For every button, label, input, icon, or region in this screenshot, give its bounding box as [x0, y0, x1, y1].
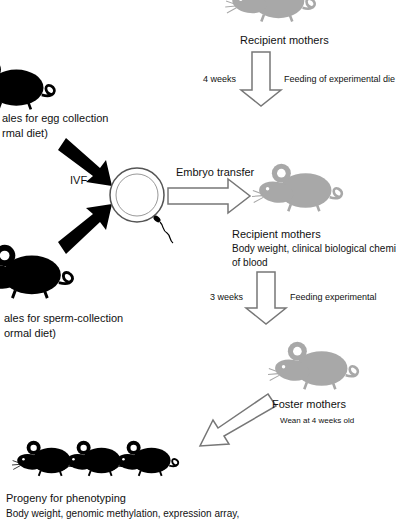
duration-label: 3 weeks: [210, 292, 243, 302]
hollow-arrow: [246, 272, 286, 324]
group-label: Foster mothers: [272, 398, 346, 411]
egg-cell: [116, 174, 158, 216]
mouse-figure: [0, 60, 54, 110]
measure-label: of blood: [232, 257, 268, 269]
group-label: ormal diet): [4, 327, 56, 340]
sperm: [160, 222, 173, 243]
measure-label: Body weight, genomic methylation, expres…: [6, 508, 239, 520]
step-label: Wean at 4 weeks old: [280, 416, 354, 425]
egg-cell: [110, 168, 164, 222]
mouse-figure: [0, 245, 73, 298]
group-label: ales for egg collection: [2, 112, 108, 125]
black-arrow: [58, 138, 112, 186]
group-label: ales for sperm-collection: [4, 312, 123, 325]
note-label: Feeding experimental: [290, 292, 377, 302]
mouse-figure: [112, 441, 178, 476]
measure-label: Body weight, clinical biological chemi: [232, 243, 396, 255]
mouse-figure: [252, 164, 342, 212]
note-label: Feeding of experimental die: [284, 74, 395, 84]
duration-label: 4 weeks: [203, 74, 236, 84]
group-label: Progeny for phenotyping: [6, 492, 126, 505]
group-label: Recipient mothers: [232, 228, 321, 241]
hollow-arrow: [241, 52, 281, 106]
step-label: Embryo transfer: [176, 166, 254, 179]
group-label: Recipient mothers: [240, 34, 329, 47]
group-label: rmal diet): [2, 127, 48, 140]
hollow-arrow: [168, 179, 250, 213]
black-arrow: [58, 204, 112, 254]
mouse-figure: [268, 342, 358, 390]
hollow-arrow: [200, 394, 276, 446]
mouse-figure: [225, 0, 314, 22]
method-label: IVF: [70, 174, 87, 187]
